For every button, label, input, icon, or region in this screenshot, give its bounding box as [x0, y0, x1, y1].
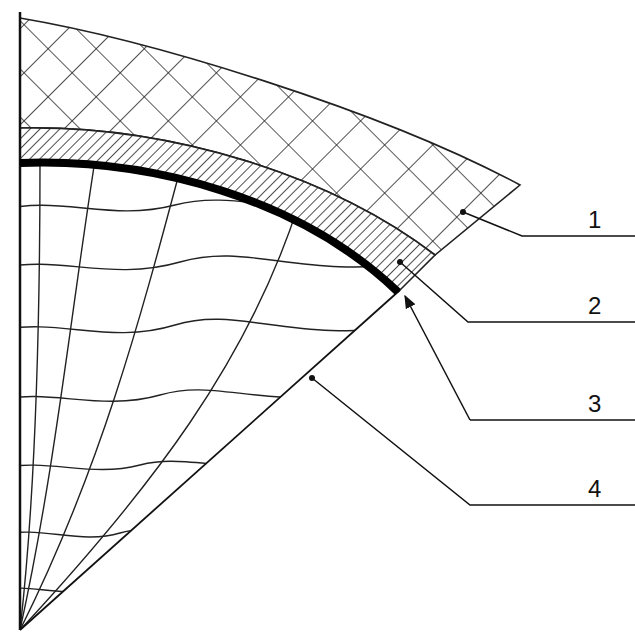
- thick-arc: [20, 163, 398, 292]
- callout-number: 3: [588, 392, 601, 416]
- sector-edge: [19, 12, 22, 630]
- leader-lines: [312, 212, 635, 505]
- leader-dot: [397, 259, 403, 265]
- leader-dot: [309, 375, 315, 381]
- sector-edge: [20, 290, 400, 630]
- callout-number: 1: [588, 208, 601, 232]
- sector-grid: [0, 160, 420, 630]
- leader-dot: [460, 209, 466, 215]
- callout-number: 2: [588, 294, 601, 318]
- callout-number: 4: [588, 477, 601, 501]
